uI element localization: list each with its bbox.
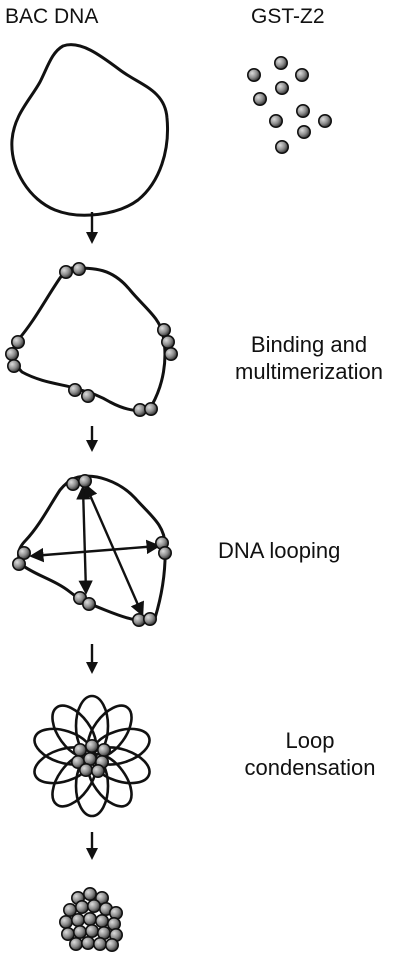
bound-protein-clusters (5, 261, 178, 418)
condensed-loops-rosette (33, 694, 151, 818)
loop-condensation-label: Loop condensation (240, 728, 380, 782)
binding-label-line2: multimerization (235, 358, 383, 384)
down-arrow-icon (86, 832, 98, 860)
gst-z2-free-proteins (247, 55, 333, 154)
down-arrow-icon (86, 426, 98, 452)
down-arrow-icon (86, 212, 98, 244)
bac-dna-loop (10, 43, 170, 217)
condensation-label-line2: condensation (244, 754, 376, 780)
condensation-label-line1: Loop (285, 728, 335, 753)
bac-dna-label: BAC DNA (5, 5, 99, 28)
looping-arrows (29, 483, 161, 617)
binding-label-line1: Binding and (250, 332, 368, 357)
gst-z2-label: GST-Z2 (251, 5, 325, 28)
down-arrow-icon (86, 644, 98, 674)
binding-multimerization-label: Binding and multimerization (218, 332, 400, 386)
condensed-aggregate (58, 886, 123, 953)
dna-looping-label: DNA looping (218, 538, 341, 563)
